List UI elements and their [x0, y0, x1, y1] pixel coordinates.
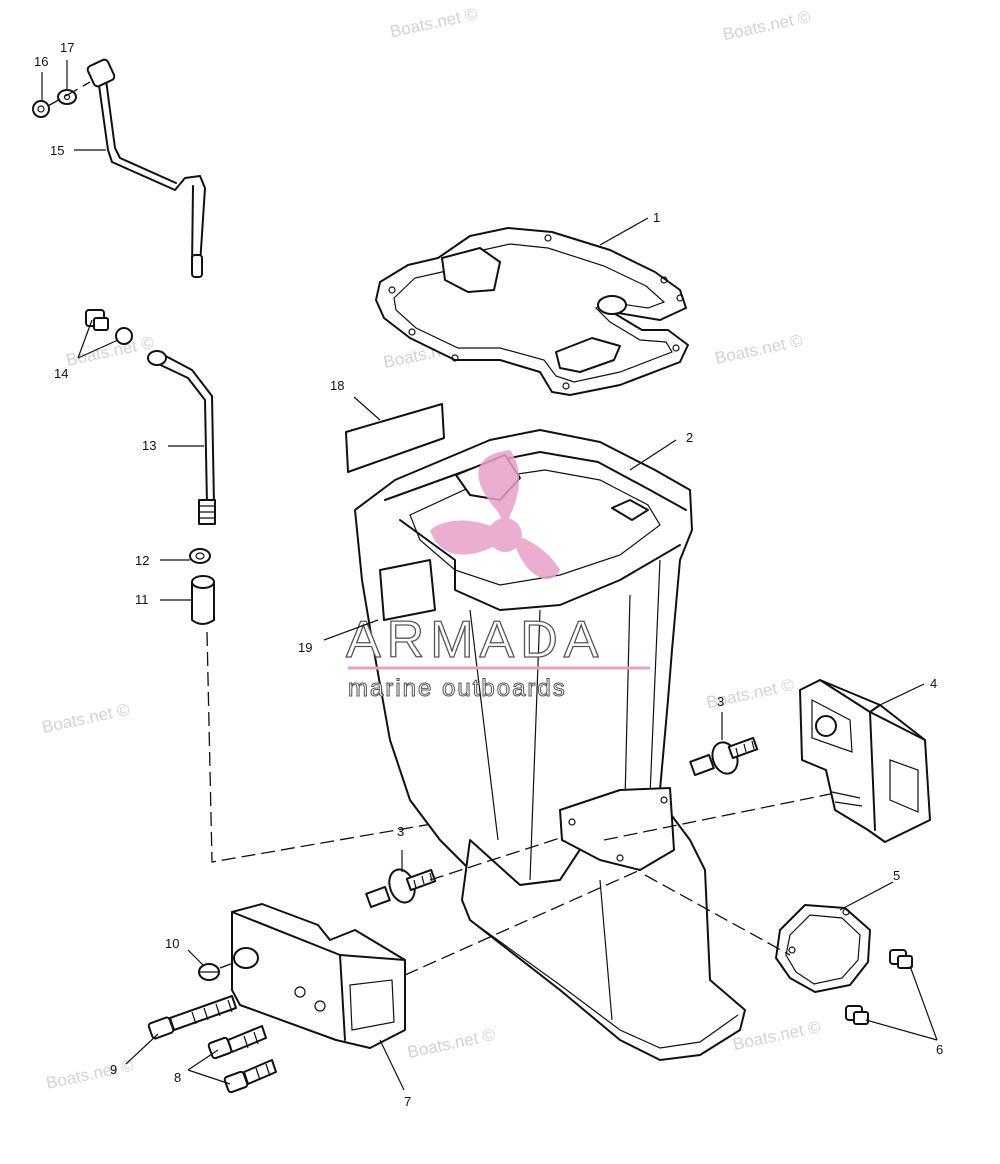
- watermark-text: Boats.net ©: [713, 331, 805, 368]
- assembly-line: [429, 837, 561, 881]
- part-label-7: 7: [404, 1094, 411, 1109]
- watermark-text: Boats.net ©: [406, 1025, 498, 1062]
- part-label-14: 14: [54, 366, 68, 381]
- part-11-sleeve: [191, 575, 215, 625]
- part-16-nut: [32, 100, 50, 118]
- assembly-line: [644, 874, 791, 956]
- part-label-12: 12: [135, 553, 149, 568]
- part-6-bolt: [845, 949, 913, 1025]
- part-label-13: 13: [142, 438, 156, 453]
- brand-logo: ARMADA marine outboards: [345, 450, 650, 703]
- assembly-line: [219, 961, 237, 969]
- part-4-mount-bracket: [799, 679, 931, 843]
- part-3-mount-left: [365, 868, 437, 908]
- part-label-18: 18: [330, 378, 344, 393]
- leader-lines: [41, 60, 938, 1091]
- part-8-bolt: [207, 1025, 277, 1094]
- part-label-15: 15: [50, 143, 64, 158]
- part-1-gasket: [375, 227, 689, 396]
- part-14-bolt: [85, 309, 133, 345]
- part-label-9: 9: [110, 1062, 117, 1077]
- propeller-logo-icon: [430, 450, 560, 580]
- brand-name: ARMADA: [346, 611, 604, 669]
- watermark-text: Boats.net ©: [721, 7, 813, 44]
- part-13-lower-shift-rod: [147, 350, 216, 525]
- watermark-text: Boats.net ©: [388, 4, 480, 41]
- part-label-10: 10: [165, 936, 179, 951]
- part-label-3: 3: [397, 824, 404, 839]
- part-label-11: 11: [135, 592, 149, 607]
- part-12-nut: [189, 548, 211, 564]
- part-label-2: 2: [686, 430, 693, 445]
- part-labels: 16 17 15 1 14 18 2 13 12 11 19 4 3 3 5 1…: [34, 40, 943, 1109]
- assembly-line: [47, 81, 91, 107]
- part-label-8: 8: [174, 1070, 181, 1085]
- part-label-5: 5: [893, 868, 900, 883]
- watermark-text: Boats.net ©: [40, 700, 132, 737]
- part-label-6: 6: [936, 1042, 943, 1057]
- part-5-cover: [775, 904, 871, 993]
- watermark-text: Boats.net ©: [731, 1017, 823, 1054]
- part-10-nut: [198, 963, 220, 981]
- watermark-text: Boats.net ©: [44, 1056, 136, 1093]
- part-label-16: 16: [34, 54, 48, 69]
- part-18-decal: [345, 403, 445, 473]
- part-9-bolt: [147, 995, 237, 1040]
- brand-tagline: marine outboards: [348, 675, 567, 702]
- part-15-shift-rod: [86, 58, 206, 278]
- part-label-3: 3: [717, 694, 724, 709]
- assembly-line: [404, 869, 641, 976]
- part-label-4: 4: [930, 676, 937, 691]
- part-7-mount-bracket: [231, 903, 406, 1049]
- watermark-text: Boats.net ©: [64, 333, 156, 370]
- part-label-19: 19: [298, 640, 312, 655]
- part-label-17: 17: [60, 40, 74, 55]
- part-3-mount-right: [689, 736, 759, 776]
- assembly-line: [603, 789, 851, 841]
- part-2-driveshaft-housing: [354, 429, 746, 1061]
- part-label-1: 1: [653, 210, 660, 225]
